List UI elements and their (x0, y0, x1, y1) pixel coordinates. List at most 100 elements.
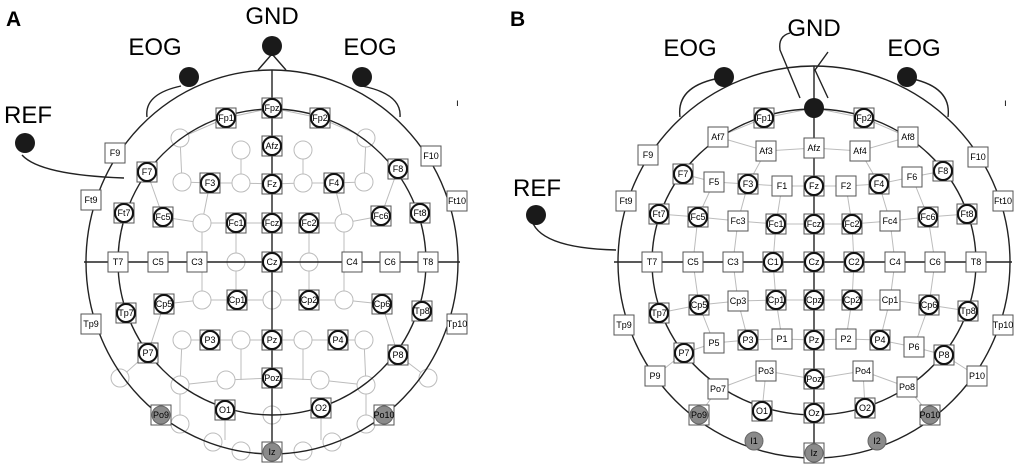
electrode-label: O1 (756, 406, 768, 416)
electrode-f8: F8 (387, 158, 409, 180)
electrode-label: F7 (678, 169, 689, 179)
electrode-f3: F3 (737, 173, 759, 195)
electrode-label: Cp6 (921, 300, 938, 310)
electrode-label: P2 (840, 334, 851, 344)
electrode-label: Cp2 (844, 295, 861, 305)
electrode-label: F5 (709, 177, 720, 187)
eog-left-label: EOG (663, 35, 716, 62)
electrode-t8: T8 (417, 251, 439, 273)
electrode-o2: O2 (854, 397, 876, 419)
electrode-label: Fcz (807, 219, 822, 229)
electrode-fc5: Fc5 (687, 206, 709, 228)
electrode-ft8: Ft8 (409, 202, 431, 224)
electrode-tp8: Tp8 (957, 300, 979, 322)
electrode-fp1: Fp1 (215, 107, 237, 129)
electrode-label: Tp7 (651, 308, 667, 318)
electrode-af7: Af7 (707, 126, 729, 148)
electrode-label: Af7 (711, 132, 725, 142)
electrode-label: Afz (807, 143, 821, 153)
electrode-fc2: Fc2 (298, 212, 320, 234)
electrode-label: P3 (742, 335, 753, 345)
electrode-label: Cz (809, 257, 820, 267)
electrode-label: T8 (423, 257, 434, 267)
electrode-label: Fz (267, 179, 277, 189)
electrode-f6: F6 (901, 166, 923, 188)
electrode-label: Ft8 (960, 209, 973, 219)
electrode-label: Fc6 (920, 212, 935, 222)
electrode-label: Fcz (265, 218, 280, 228)
electrode-label: Cp1 (882, 295, 899, 305)
gnd-label: GND (787, 15, 840, 42)
electrode-label: P7 (142, 348, 153, 358)
gnd-electrode (804, 98, 824, 118)
electrode-p2: P2 (835, 328, 857, 350)
electrode-label: Fp2 (856, 113, 872, 123)
electrode-cpz: Cpz (803, 289, 825, 311)
electrode-i1: I1 (744, 431, 764, 451)
electrode-label: F10 (970, 152, 986, 162)
electrode-label: Tp8 (960, 306, 976, 316)
electrode-label: Fc3 (730, 216, 745, 226)
electrode-label: Afz (265, 141, 279, 151)
electrode-label: T8 (971, 257, 982, 267)
electrode-label: Po7 (710, 384, 726, 394)
electrode-f7: F7 (672, 163, 694, 185)
electrode-label: F3 (743, 179, 754, 189)
electrode-label: C2 (848, 257, 860, 267)
panel-a: A (4, 3, 468, 463)
electrode-label: Cpz (806, 295, 823, 305)
electrode-oz: Oz (803, 402, 825, 424)
electrode-label: Oz (808, 408, 820, 418)
electrode-label: P8 (392, 350, 403, 360)
electrode-afz: Afz (803, 137, 825, 159)
electrode-ft9: Ft9 (615, 190, 637, 212)
electrode-label: Tp9 (83, 319, 99, 329)
electrode-p6: P6 (903, 336, 925, 358)
electrode-ft8: Ft8 (956, 203, 978, 225)
electrode-label: F7 (142, 167, 153, 177)
electrode-label: P5 (708, 338, 719, 348)
electrode-f10: F10 (967, 146, 989, 168)
electrode-label: Po9 (691, 410, 707, 420)
electrode-t7: T7 (641, 251, 663, 273)
electrode-label: F10 (423, 151, 439, 161)
electrode-fcz: Fcz (261, 212, 283, 234)
electrode-label: Tp7 (118, 308, 134, 318)
electrode-f10: F10 (420, 145, 442, 167)
electrode-c1: C1 (762, 251, 784, 273)
electrode-cp1: Cp1 (765, 289, 787, 311)
electrode-label: Ft9 (84, 195, 97, 205)
electrode-label: Fc6 (373, 211, 388, 221)
electrode-cp2: Cp2 (298, 289, 320, 311)
electrode-ft7: Ft7 (113, 202, 135, 224)
electrode-label: T7 (647, 257, 658, 267)
electrode-label: Cp3 (730, 296, 747, 306)
electrode-label: Po4 (855, 366, 871, 376)
electrode-label: F4 (874, 179, 885, 189)
electrode-fc6: Fc6 (917, 206, 939, 228)
electrode-label: F6 (907, 172, 918, 182)
electrode-label: Cp5 (691, 300, 708, 310)
electrode-label: Ft7 (117, 208, 130, 218)
electrode-label: Tp8 (414, 306, 430, 316)
electrode-af4: Af4 (849, 140, 871, 162)
electrode-label: Poz (264, 373, 280, 383)
electrode-p8: P8 (387, 344, 409, 366)
electrode-fpz: Fpz (261, 97, 283, 119)
electrode-af3: Af3 (755, 140, 777, 162)
electrode-label: O2 (315, 403, 327, 413)
eog-left-label: EOG (128, 34, 181, 61)
electrode-cp1: Cp1 (226, 289, 248, 311)
electrode-f8: F8 (932, 160, 954, 182)
electrode-label: Tp9 (616, 320, 632, 330)
electrode-po10: Po10 (373, 404, 395, 426)
electrode-f1: F1 (771, 175, 793, 197)
electrode-fc3: Fc3 (727, 210, 749, 232)
electrode-label: O1 (219, 405, 231, 415)
electrode-iz: Iz (803, 442, 825, 464)
electrode-c4: C4 (341, 251, 363, 273)
electrode-p3: P3 (737, 329, 759, 351)
electrode-cz: Cz (803, 251, 825, 273)
electrode-po7: Po7 (707, 378, 729, 400)
electrode-ft9: Ft9 (80, 189, 102, 211)
